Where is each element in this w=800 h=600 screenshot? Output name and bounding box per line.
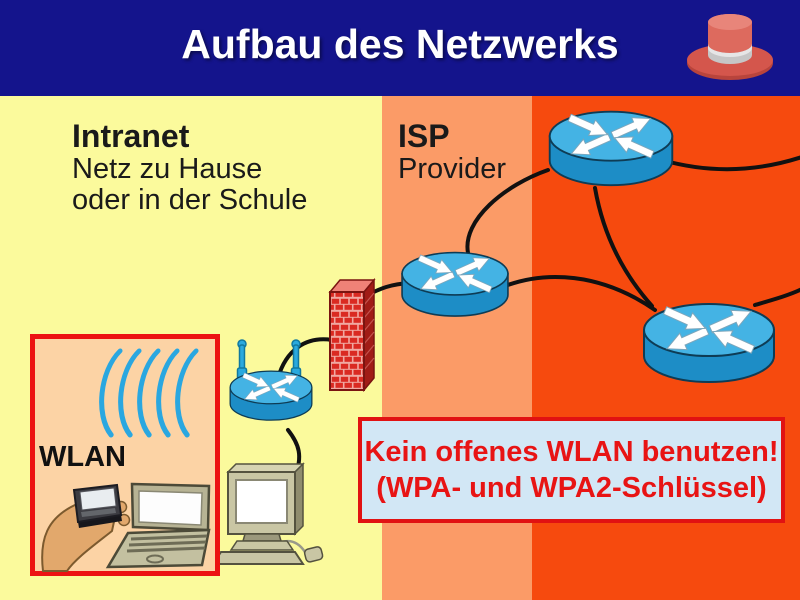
warning-line2: (WPA- und WPA2-Schlüssel) [376, 472, 767, 504]
wlan-box: WLAN [30, 334, 220, 576]
wifi-waves-icon [99, 348, 199, 438]
link-rightrouter-edge [753, 287, 800, 307]
wlan-warning-box: Kein offenes WLAN benutzen! (WPA- und WP… [358, 417, 785, 523]
slide-title: Aufbau des Netzwerks [181, 21, 619, 67]
red-hat-icon [687, 14, 773, 80]
link-isprouter-rightrouter [503, 274, 657, 312]
monitor-screen [235, 479, 288, 524]
hand-phone-icon [41, 483, 131, 572]
isp-subheading: Provider [398, 153, 506, 185]
desktop-computer-icon [211, 462, 324, 565]
mouse [303, 546, 324, 563]
title-bar: Aufbau des Netzwerks [0, 0, 800, 96]
router-icon-top [545, 104, 677, 191]
laptop-icon [105, 482, 211, 569]
wlan-graphics [41, 348, 211, 572]
intranet-line2: oder in der Schule [72, 184, 308, 216]
router-icon-right [639, 296, 779, 388]
link-toprouter-edge [660, 155, 800, 172]
link-isprouter-toprouter [465, 168, 550, 255]
warning-line1: Kein offenes WLAN benutzen! [364, 436, 779, 468]
router-icon-isp [398, 246, 512, 321]
intranet-line1: Netz zu Hause [72, 153, 263, 185]
isp-label-block: ISP Provider [398, 118, 506, 185]
intranet-heading: Intranet [72, 118, 190, 154]
wlan-label: WLAN [39, 441, 126, 473]
link-toprouter-rightrouter [593, 186, 654, 308]
firewall-icon [328, 277, 376, 393]
isp-heading: ISP [398, 118, 450, 154]
keyboard [211, 551, 305, 565]
intranet-label-block: Intranet Netz zu Hause oder in der Schul… [72, 118, 307, 216]
